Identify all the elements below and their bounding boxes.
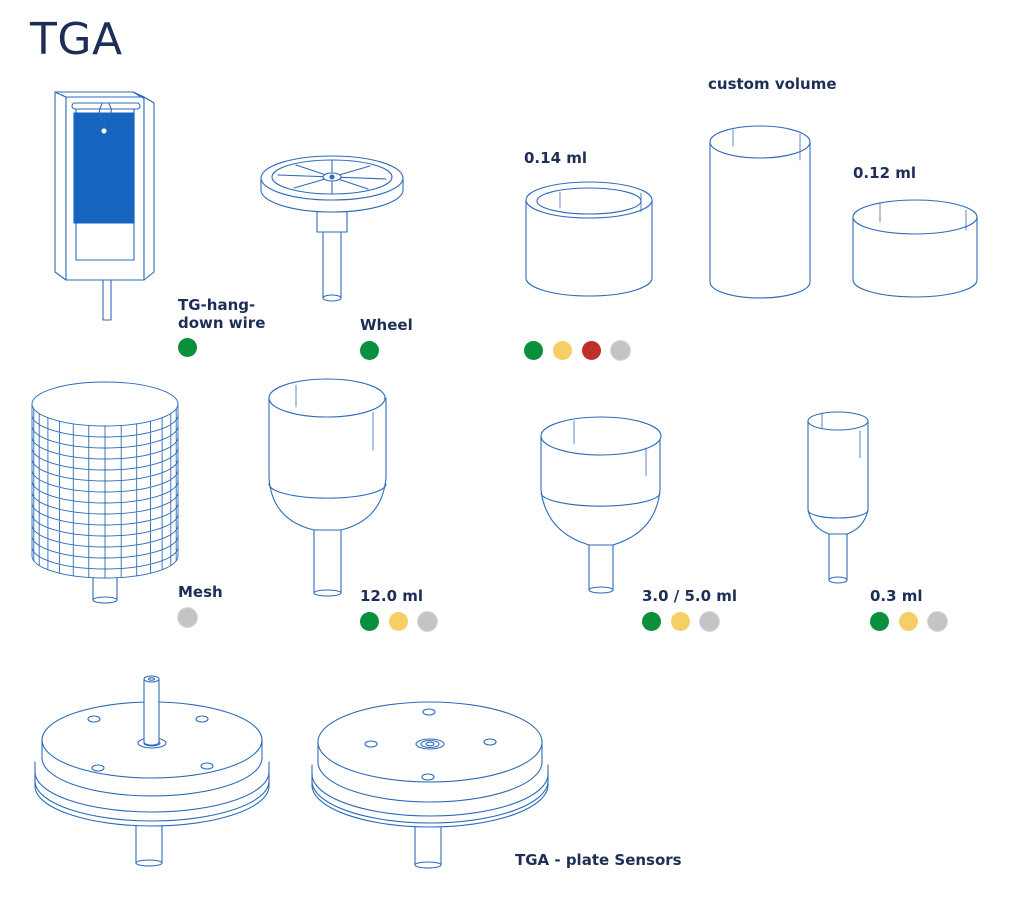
status-dot-grey <box>178 608 197 627</box>
mesh-status <box>178 608 197 627</box>
crucible-014-drawing <box>525 181 653 297</box>
status-dot-yellow <box>553 341 572 360</box>
cup-12-status <box>360 612 437 631</box>
wheel-drawing <box>260 155 404 302</box>
status-dot-green <box>642 612 661 631</box>
status-dot-grey <box>928 612 947 631</box>
hang-down-wire-label: TG-hang- down wire <box>178 296 266 332</box>
status-dot-grey <box>700 612 719 631</box>
hang-down-wire-drawing <box>54 91 155 321</box>
wheel-label: Wheel <box>360 316 413 334</box>
crucible-012-drawing <box>852 199 978 298</box>
cup-3-5-drawing <box>540 416 662 594</box>
status-dot-yellow <box>671 612 690 631</box>
cup-3-5-status <box>642 612 719 631</box>
cup-03-status <box>870 612 947 631</box>
cup-12-label: 12.0 ml <box>360 587 424 605</box>
page-title: TGA <box>30 14 123 65</box>
hang-down-wire-status <box>178 338 197 357</box>
crucible-custom-drawing <box>709 125 811 299</box>
status-dot-yellow <box>899 612 918 631</box>
cup-12-drawing <box>268 378 387 597</box>
crucible-014-label: 0.14 ml <box>524 149 588 167</box>
status-dot-yellow <box>389 612 408 631</box>
crucible-custom-label: custom volume <box>708 75 837 93</box>
status-dot-red <box>582 341 601 360</box>
plate-sensor-1-drawing <box>34 675 270 867</box>
cup-03-drawing <box>807 411 869 584</box>
status-dot-green <box>870 612 889 631</box>
plate-sensors-label: TGA - plate Sensors <box>515 851 682 869</box>
plate-sensor-2-drawing <box>311 701 549 869</box>
mesh-label: Mesh <box>178 583 223 601</box>
status-dot-green <box>360 612 379 631</box>
crucible-012-label: 0.12 ml <box>853 164 917 182</box>
status-dot-grey <box>611 341 630 360</box>
cup-3-5-label: 3.0 / 5.0 ml <box>642 587 738 605</box>
status-dot-grey <box>418 612 437 631</box>
status-dot-green <box>178 338 197 357</box>
wheel-status <box>360 341 379 360</box>
status-dot-green <box>360 341 379 360</box>
mesh-basket <box>31 381 179 579</box>
status-dot-green <box>524 341 543 360</box>
cup-03-label: 0.3 ml <box>870 587 923 605</box>
crucible-group-status <box>524 341 630 360</box>
